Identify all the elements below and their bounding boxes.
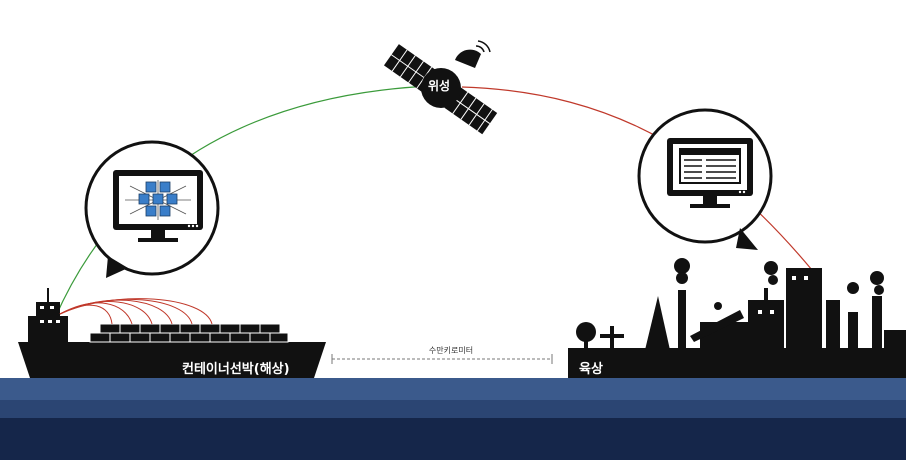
industrial-skyline-silhouette [568, 258, 906, 378]
distance-label: 수만키로미터 [428, 346, 474, 355]
ship-label: 컨테이너선박(해상) [182, 362, 290, 377]
distance-line [331, 354, 553, 364]
ship-to-satellite-link [54, 85, 431, 319]
blockchain-cubes-monitor-icon [113, 170, 203, 242]
satellite-label: 위성 [428, 79, 451, 93]
ship-monitor-bubble [84, 140, 220, 278]
data-table-monitor-icon [667, 138, 753, 208]
sea [0, 378, 906, 460]
satellite-icon [383, 40, 498, 135]
land-label: 육상 [579, 362, 603, 377]
land-monitor-bubble [637, 108, 773, 250]
container-ship-silhouette [18, 288, 326, 378]
